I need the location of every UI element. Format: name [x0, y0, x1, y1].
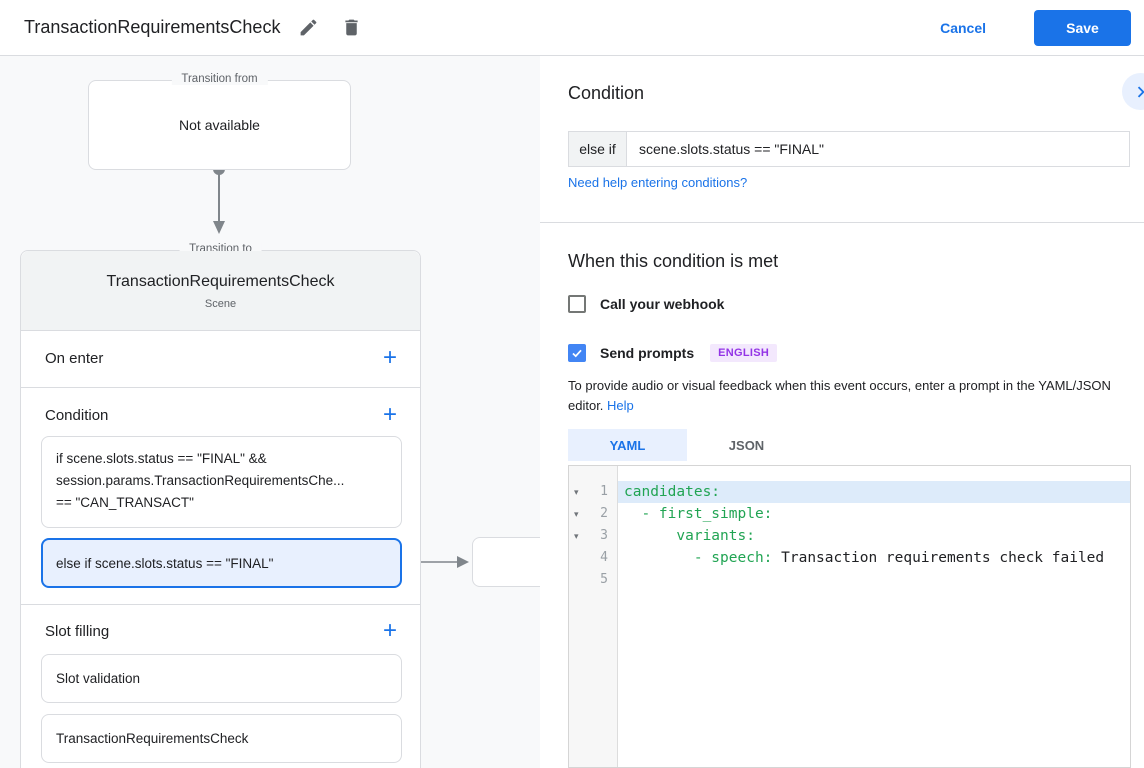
fold-arrow-icon[interactable]: ▾: [574, 509, 579, 519]
yaml-code-editor[interactable]: ▾ 1 candidates: ▾ 2 - first_simple: ▾ 3 var…: [568, 465, 1131, 768]
prompt-hint: To provide audio or visual feedback when…: [568, 376, 1134, 416]
tab-json[interactable]: JSON: [687, 429, 806, 461]
send-prompts-row: Send prompts ENGLISH: [568, 344, 778, 362]
condition-help-link[interactable]: Need help entering conditions?: [568, 175, 748, 190]
condition-line: session.params.TransactionRequirementsCh…: [56, 473, 345, 488]
code-key: candidates:: [624, 484, 721, 500]
editor-line: ▾4 - speech: Transaction requirements ch…: [569, 547, 1130, 569]
editor-line: ▾ 1 candidates:: [569, 481, 1130, 503]
transition-from-node: Transition from Not available: [88, 73, 351, 170]
scene-card: Transition to TransactionRequirementsChe…: [20, 243, 421, 768]
condition-input-group: else if: [568, 131, 1130, 167]
slot-item-validation[interactable]: Slot validation: [41, 654, 402, 703]
collapse-panel-button[interactable]: [1122, 73, 1144, 110]
line-number: 2: [600, 506, 608, 521]
condition-section-label: Condition: [45, 407, 109, 424]
fold-arrow-icon[interactable]: ▾: [574, 487, 579, 497]
add-on-enter-button[interactable]: +: [378, 346, 402, 370]
save-button[interactable]: Save: [1034, 9, 1131, 46]
transition-from-content: Not available: [179, 117, 260, 133]
send-prompts-label: Send prompts: [600, 345, 695, 361]
send-prompts-checkbox[interactable]: [568, 344, 586, 362]
section-divider: [21, 604, 420, 605]
on-enter-section-label: On enter: [45, 350, 104, 367]
webhook-row: Call your webhook: [568, 295, 724, 313]
line-number: 1: [600, 484, 608, 499]
editor-lines: ▾ 1 candidates: ▾ 2 - first_simple: ▾ 3 var…: [569, 466, 1130, 591]
code-key: variants:: [624, 528, 755, 544]
editor-line: ▾5: [569, 569, 1130, 591]
add-condition-button[interactable]: +: [378, 403, 402, 427]
condition-item-selected[interactable]: else if scene.slots.status == "FINAL": [41, 538, 402, 588]
section-divider: [21, 387, 420, 388]
trash-icon: [345, 19, 359, 36]
condition-panel: Condition else if Need help entering con…: [540, 56, 1144, 768]
cancel-button[interactable]: Cancel: [940, 19, 986, 36]
editor-tabs: YAML JSON: [568, 429, 806, 461]
line-number: 5: [600, 572, 608, 587]
line-number: 3: [600, 528, 608, 543]
page-title: TransactionRequirementsCheck: [24, 17, 281, 37]
condition-line: if scene.slots.status == "FINAL" &&: [56, 451, 267, 466]
code-key: - speech:: [624, 550, 782, 566]
condition-line: == "CAN_TRANSACT": [56, 495, 194, 510]
transition-from-label: Transition from: [171, 73, 268, 85]
condition-selected-text: else if scene.slots.status == "FINAL": [56, 555, 274, 571]
editor-gutter: [569, 466, 618, 767]
scene-card-title: TransactionRequirementsCheck: [106, 273, 335, 290]
tab-yaml[interactable]: YAML: [568, 429, 687, 461]
chevron-right-icon: [1137, 86, 1144, 97]
webhook-checkbox[interactable]: [568, 295, 586, 313]
delete-scene-button[interactable]: [337, 13, 366, 42]
top-bar: TransactionRequirementsCheck Cancel Save: [0, 0, 1144, 56]
slot-item-transaction[interactable]: TransactionRequirementsCheck: [41, 714, 402, 763]
prompt-help-link[interactable]: Help: [607, 398, 634, 413]
condition-prefix: else if: [569, 132, 627, 166]
slot-filling-section-label: Slot filling: [45, 623, 110, 640]
condition-item-first[interactable]: if scene.slots.status == "FINAL" && sess…: [41, 436, 402, 528]
language-badge: ENGLISH: [710, 344, 778, 362]
slot-item-label: TransactionRequirementsCheck: [56, 731, 249, 746]
scene-card-header[interactable]: TransactionRequirementsCheck Scene: [21, 251, 420, 331]
code-key: - first_simple:: [624, 506, 773, 522]
panel-title: Condition: [568, 83, 645, 103]
pencil-icon: [301, 19, 317, 36]
slot-item-label: Slot validation: [56, 671, 141, 686]
prompt-hint-text: To provide audio or visual feedback when…: [568, 378, 1111, 413]
code-value: Transaction requirements check failed: [781, 550, 1105, 566]
condition-input[interactable]: [627, 132, 1129, 166]
fold-arrow-icon[interactable]: ▾: [574, 531, 579, 541]
checkmark-icon: [572, 349, 582, 358]
line-number: 4: [600, 550, 608, 565]
webhook-label: Call your webhook: [600, 296, 725, 312]
edit-scene-button[interactable]: [294, 13, 323, 42]
flow-canvas: Transition from Not available Transition…: [0, 56, 582, 768]
when-met-title: When this condition is met: [568, 251, 779, 271]
editor-line: ▾ 2 - first_simple:: [569, 503, 1130, 525]
panel-divider: [540, 222, 1144, 223]
add-slot-button[interactable]: +: [378, 619, 402, 643]
editor-line: ▾ 3 variants:: [569, 525, 1130, 547]
scene-card-subtitle: Scene: [204, 298, 237, 310]
